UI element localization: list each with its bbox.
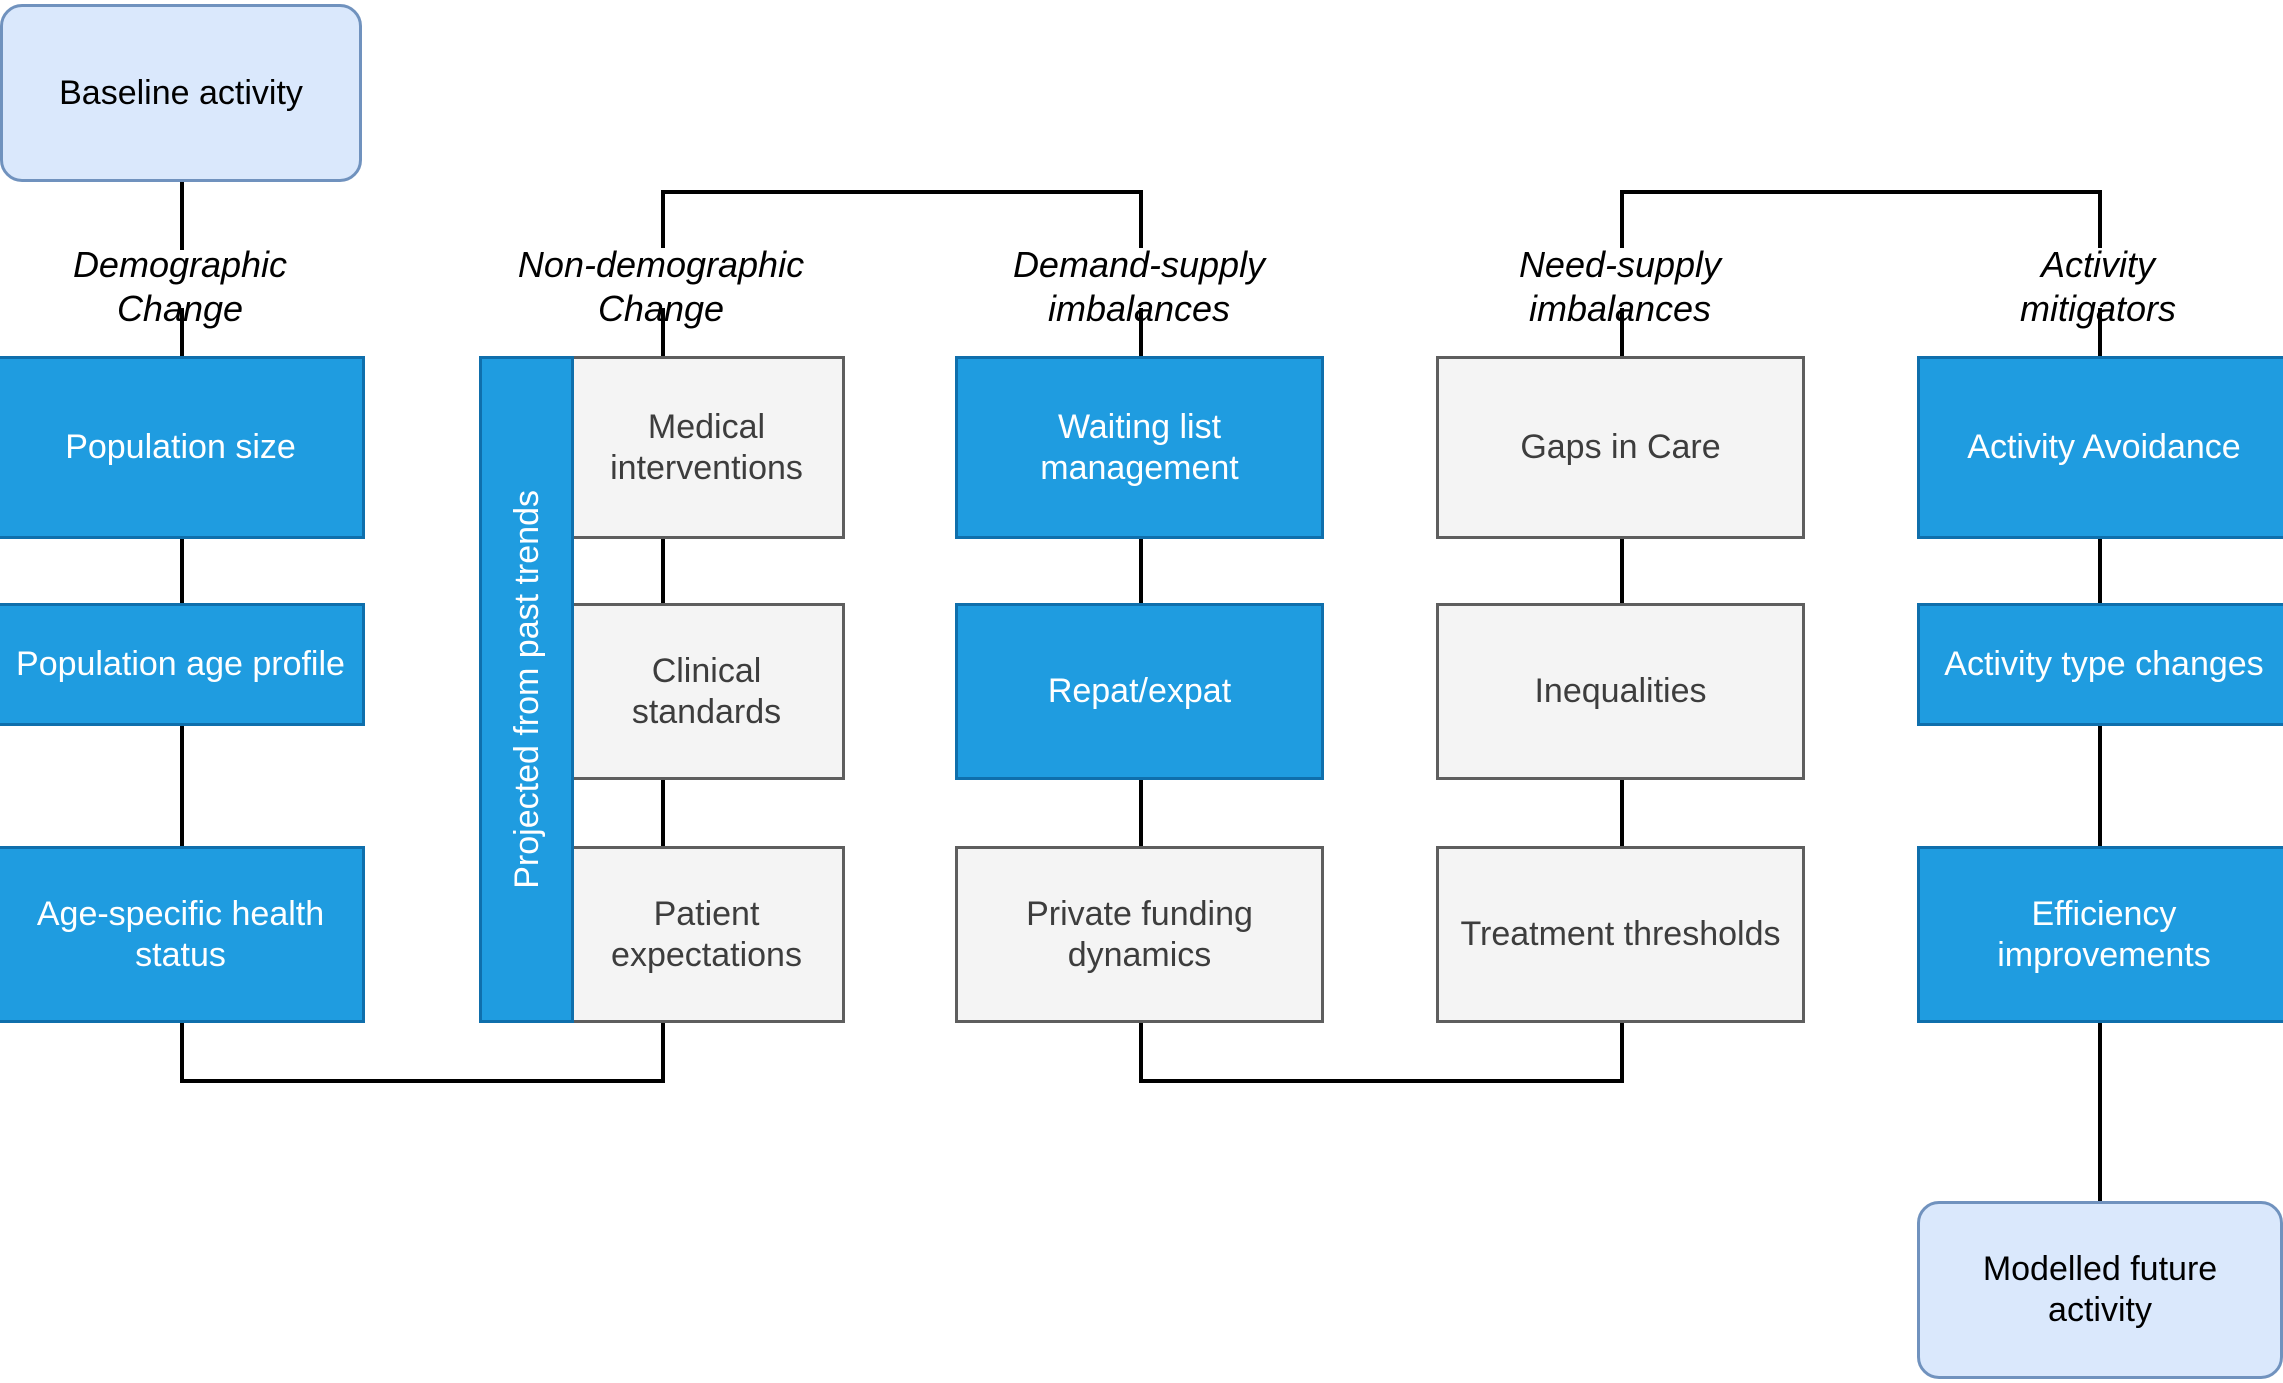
column-header-demand-supply-imbalances: Demand-supply imbalances <box>979 243 1299 331</box>
connector-bracket-top-left <box>661 190 1143 194</box>
node-label: Patient expectations <box>611 894 802 974</box>
node-clinical-standards[interactable]: Clinical standards <box>568 603 845 780</box>
connector-bracket-top-right-arm-col5 <box>2098 190 2102 248</box>
node-age-specific-health-status[interactable]: Age-specific health status <box>0 846 365 1023</box>
connector-col1-r2-r3 <box>180 726 184 846</box>
node-baseline-activity[interactable]: Baseline activity <box>0 4 362 182</box>
side-bar-label: Projected from past trends <box>507 490 546 889</box>
connector-bracket-bottom-left-arm-col2 <box>661 1023 665 1083</box>
connector-baseline-to-col1 <box>180 182 184 250</box>
connector-col5-head-stem <box>2098 308 2102 356</box>
connector-col4-r2-r3 <box>1620 780 1624 846</box>
node-label: Inequalities <box>1534 672 1707 711</box>
column-header-line1: Non-demographic <box>517 244 805 285</box>
node-modelled-future-activity[interactable]: Modelled future activity <box>1917 1201 2283 1379</box>
connector-bracket-bottom-right-arm-col3 <box>1139 1023 1143 1083</box>
column-header-activity-mitigators: Activity mitigators <box>1938 243 2258 331</box>
column-header-line2: Change <box>597 287 725 329</box>
node-label: Age-specific health status <box>36 894 325 974</box>
node-gaps-in-care[interactable]: Gaps in Care <box>1436 356 1805 539</box>
node-label: Efficiency improvements <box>1997 894 2211 974</box>
connector-bracket-bottom-right-arm-col4 <box>1620 1023 1624 1083</box>
node-label: Medical interventions <box>610 407 803 487</box>
column-header-line2: imbalances <box>1047 287 1231 329</box>
connector-col2-r2-r3 <box>661 780 665 846</box>
connector-bracket-top-left-arm-col2 <box>661 190 665 248</box>
node-efficiency-improvements[interactable]: Efficiency improvements <box>1917 846 2283 1023</box>
node-repat-expat[interactable]: Repat/expat <box>955 603 1324 780</box>
node-label: Activity Avoidance <box>1967 428 2241 467</box>
node-label: Repat/expat <box>1047 672 1232 711</box>
connector-bracket-top-right-arm-col4 <box>1620 190 1624 248</box>
connector-bracket-top-right <box>1620 190 2102 194</box>
node-label: Waiting list management <box>1040 407 1239 487</box>
node-treatment-thresholds[interactable]: Treatment thresholds <box>1436 846 1805 1023</box>
connector-col3-r2-r3 <box>1139 780 1143 846</box>
side-bar-projected-from-past-trends: Projected from past trends <box>479 356 574 1023</box>
connector-col2-head-stem <box>661 308 665 356</box>
node-medical-interventions[interactable]: Medical interventions <box>568 356 845 539</box>
connector-col4-r1-r2 <box>1620 539 1624 603</box>
connector-col3-r1-r2 <box>1139 539 1143 603</box>
column-header-line2: Change <box>116 287 244 329</box>
column-header-line2: mitigators <box>2019 287 2177 329</box>
node-label: Treatment thresholds <box>1460 915 1781 954</box>
column-header-line1: Need-supply <box>1518 244 1722 285</box>
node-label: Population age profile <box>16 645 345 684</box>
connector-col5-r1-r2 <box>2098 539 2102 603</box>
connector-col5-to-modelled-future-activity <box>2098 1023 2102 1207</box>
node-label: Private funding dynamics <box>1026 894 1253 974</box>
column-header-line2: imbalances <box>1528 287 1712 329</box>
column-header-line1: Demand-supply <box>1012 244 1266 285</box>
node-label: Gaps in Care <box>1520 428 1721 467</box>
connector-col3-head-stem <box>1139 308 1143 356</box>
connector-bracket-top-left-arm-col3 <box>1139 190 1143 248</box>
node-label: Clinical standards <box>631 651 782 731</box>
node-private-funding-dynamics[interactable]: Private funding dynamics <box>955 846 1324 1023</box>
connector-col2-r1-r2 <box>661 539 665 603</box>
node-activity-avoidance[interactable]: Activity Avoidance <box>1917 356 2283 539</box>
connector-col4-head-stem <box>1620 308 1624 356</box>
node-label: Modelled future activity <box>1982 1250 2218 1329</box>
node-inequalities[interactable]: Inequalities <box>1436 603 1805 780</box>
node-label: Baseline activity <box>59 73 303 112</box>
column-header-non-demographic-change: Non-demographic Change <box>501 243 821 331</box>
node-activity-type-changes[interactable]: Activity type changes <box>1917 603 2283 726</box>
node-population-age-profile[interactable]: Population age profile <box>0 603 365 726</box>
column-header-need-supply-imbalances: Need-supply imbalances <box>1460 243 1780 331</box>
connector-col5-r2-r3 <box>2098 726 2102 846</box>
column-header-line1: Activity <box>2040 244 2155 285</box>
connector-bracket-bottom-left-arm-col1 <box>180 1023 184 1083</box>
connector-col1-r1-r2 <box>180 539 184 603</box>
node-population-size[interactable]: Population size <box>0 356 365 539</box>
node-patient-expectations[interactable]: Patient expectations <box>568 846 845 1023</box>
connector-bracket-bottom-left <box>180 1079 665 1083</box>
node-waiting-list-management[interactable]: Waiting list management <box>955 356 1324 539</box>
node-label: Population size <box>65 428 296 467</box>
node-label: Activity type changes <box>1944 645 2264 684</box>
column-header-demographic-change: Demographic Change <box>20 243 340 331</box>
connector-col1-head-stem <box>180 308 184 356</box>
connector-bracket-bottom-right <box>1139 1079 1624 1083</box>
column-header-line1: Demographic <box>72 244 288 285</box>
